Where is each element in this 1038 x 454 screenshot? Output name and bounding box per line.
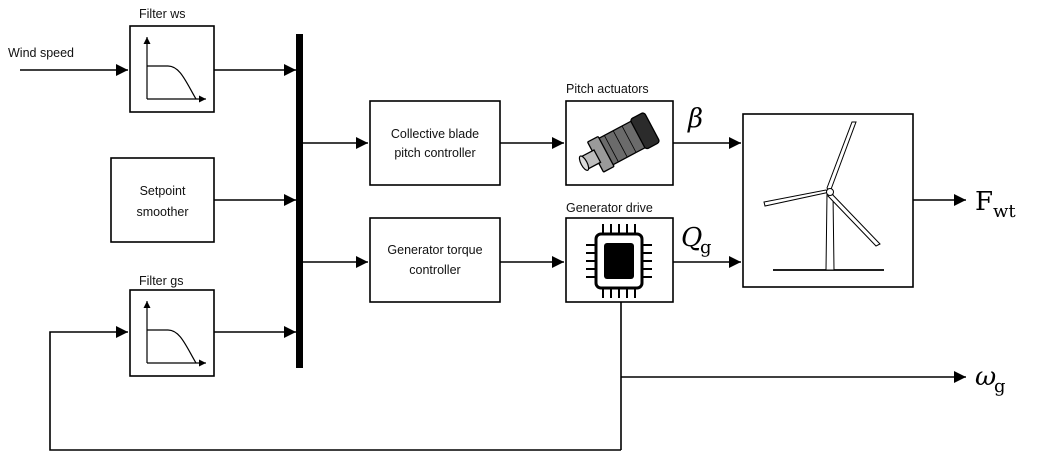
wind-turbine-icon xyxy=(763,121,884,271)
omega-subscript: g xyxy=(994,376,1006,397)
generator-drive-title: Generator drive xyxy=(566,201,653,215)
motor-icon xyxy=(578,112,660,173)
generator-drive-block xyxy=(565,217,674,303)
fwt-subscript: wt xyxy=(993,201,1016,222)
torque-controller-line1: Generator torque xyxy=(387,243,482,257)
pitch-actuators-block xyxy=(565,100,674,186)
filter-ws-title: Filter ws xyxy=(139,7,186,21)
feedback-loop-arrow xyxy=(49,326,621,451)
filter-gs-title: Filter gs xyxy=(139,274,183,288)
fwt-label: F xyxy=(975,187,993,217)
filter-gs-block xyxy=(129,289,215,377)
wind-turbine-block xyxy=(742,113,914,288)
pitch-controller-line1: Collective blade xyxy=(391,127,479,141)
setpoint-smoother-block: Setpoint smoother xyxy=(110,157,215,243)
lowpass-response-icon xyxy=(143,37,206,103)
signal-bus xyxy=(296,34,303,368)
pitch-controller-line2: pitch controller xyxy=(394,146,475,160)
setpoint-line2: smoother xyxy=(136,205,188,219)
torque-controller-block: Generator torque controller xyxy=(369,217,501,303)
qg-subscript: g xyxy=(700,237,712,258)
beta-label: β xyxy=(687,104,703,134)
chip-icon xyxy=(586,224,652,298)
pitch-controller-block: Collective blade pitch controller xyxy=(369,100,501,186)
wind-speed-label: Wind speed xyxy=(8,46,74,60)
lowpass-response-icon xyxy=(143,301,206,367)
torque-controller-line2: controller xyxy=(409,263,460,277)
setpoint-line1: Setpoint xyxy=(140,184,186,198)
pitch-actuators-title: Pitch actuators xyxy=(566,82,649,96)
filter-ws-block xyxy=(129,25,215,113)
qg-label: Q xyxy=(681,223,702,253)
omega-label: ω xyxy=(975,362,996,392)
